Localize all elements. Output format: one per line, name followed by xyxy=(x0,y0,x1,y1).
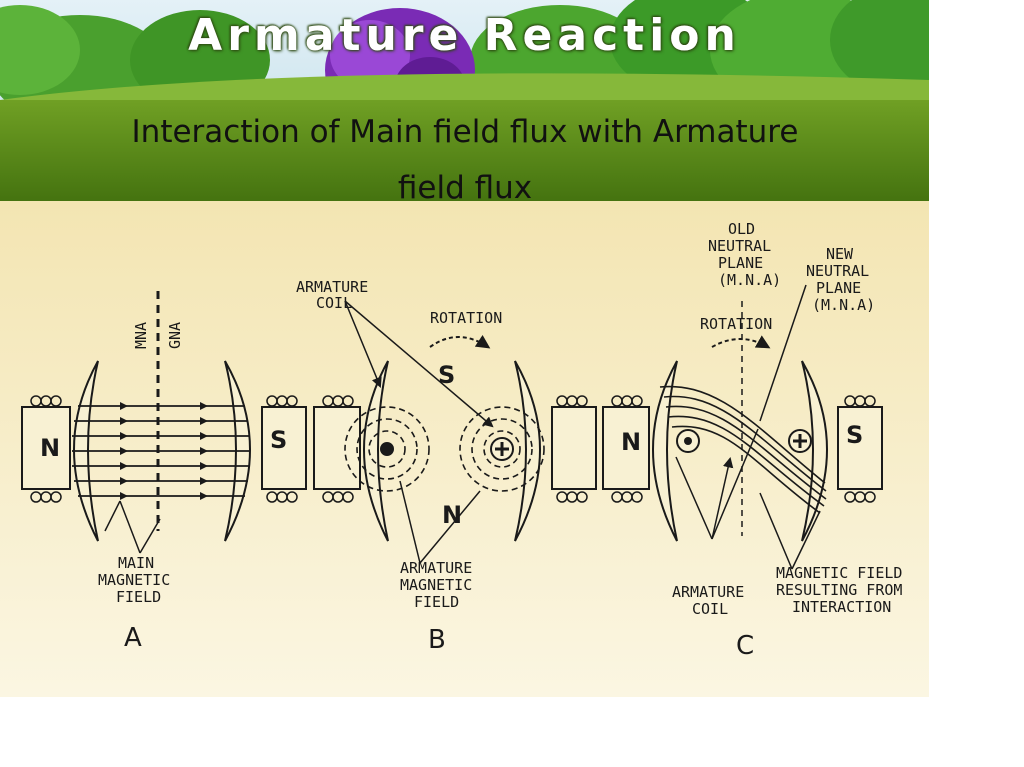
subtitle-line-1: Interaction of Main field flux with Arma… xyxy=(131,114,799,150)
svg-text:NEW: NEW xyxy=(826,245,854,263)
svg-text:FIELD: FIELD xyxy=(116,588,161,606)
rotation-arrow-b xyxy=(429,334,491,349)
armature-diagram: MNA GNA N S MAIN MAGNETIC FIELD A xyxy=(0,201,929,697)
svg-text:INTERACTION: INTERACTION xyxy=(792,598,891,616)
figure-letter-a: A xyxy=(124,623,142,653)
pole-label-s-a: S xyxy=(270,426,287,454)
svg-text:ARMATURE: ARMATURE xyxy=(400,559,472,577)
armature-field-circles-left xyxy=(344,406,430,492)
conductor-dot-b xyxy=(380,442,394,456)
svg-text:(M.N.A): (M.N.A) xyxy=(812,296,875,314)
figure-b xyxy=(313,300,597,564)
svg-text:MAGNETIC FIELD: MAGNETIC FIELD xyxy=(776,564,902,582)
slide: Armature Reaction Interaction of Main fi… xyxy=(0,0,929,697)
svg-text:NEUTRAL: NEUTRAL xyxy=(806,262,869,280)
svg-text:MAGNETIC: MAGNETIC xyxy=(400,576,472,594)
svg-text:ARMATURE: ARMATURE xyxy=(296,278,368,296)
distorted-field-lines xyxy=(659,385,827,514)
axis-label-mna: MNA xyxy=(132,322,150,349)
pole-s-block-a xyxy=(261,406,307,490)
pole-label-n-a: N xyxy=(40,434,60,462)
svg-text:MAGNETIC: MAGNETIC xyxy=(98,571,170,589)
field-arrows-a xyxy=(120,402,208,500)
label-resulting-field: MAGNETIC FIELD RESULTING FROM INTERACTIO… xyxy=(776,564,902,616)
figure-c xyxy=(602,284,883,570)
svg-text:PLANE: PLANE xyxy=(816,279,861,297)
pole-s-block-c xyxy=(837,406,883,490)
figure-letter-b: B xyxy=(428,625,446,655)
svg-text:FIELD: FIELD xyxy=(414,593,459,611)
banner-background xyxy=(0,0,929,201)
armature-field-circles-right xyxy=(459,406,545,492)
pole-label-s-b: S xyxy=(438,361,455,389)
label-old-neutral-plane: OLD NEUTRAL PLANE (M.N.A) xyxy=(708,220,781,289)
label-armature-coil-b: ARMATURE COIL xyxy=(296,278,368,312)
svg-text:MAIN: MAIN xyxy=(118,554,154,572)
svg-text:COIL: COIL xyxy=(692,600,728,618)
pole-label-s-c: S xyxy=(846,421,863,449)
pole-label-n-b: N xyxy=(442,501,462,529)
slide-title: Armature Reaction xyxy=(188,10,741,61)
pole-right-block-b xyxy=(551,406,597,490)
pole-left-block-b xyxy=(313,406,361,490)
label-rotation-b: ROTATION xyxy=(430,309,502,327)
svg-text:NEUTRAL: NEUTRAL xyxy=(708,237,771,255)
pole-n-block-a xyxy=(21,406,71,490)
label-main-magnetic-field: MAIN MAGNETIC FIELD xyxy=(98,554,170,606)
svg-text:(M.N.A): (M.N.A) xyxy=(718,271,781,289)
svg-text:COIL: COIL xyxy=(316,294,352,312)
axis-label-gna: GNA xyxy=(166,322,184,349)
figure-letter-c: C xyxy=(736,631,754,661)
label-armature-magnetic-field: ARMATURE MAGNETIC FIELD xyxy=(400,559,472,611)
rotation-arrow-c xyxy=(711,335,771,349)
subtitle-line-2: field flux xyxy=(397,170,533,206)
svg-text:PLANE: PLANE xyxy=(718,254,763,272)
figure-a xyxy=(21,291,307,554)
slide-subtitle: Interaction of Main field flux with Arma… xyxy=(40,104,890,216)
main-field-lines xyxy=(72,405,250,497)
svg-text:RESULTING FROM: RESULTING FROM xyxy=(776,581,902,599)
svg-text:OLD: OLD xyxy=(728,220,755,238)
label-new-neutral-plane: NEW NEUTRAL PLANE (M.N.A) xyxy=(806,245,875,314)
pole-n-block-c xyxy=(602,406,650,490)
coil-winding xyxy=(30,395,298,503)
label-armature-coil-c: ARMATURE COIL xyxy=(672,583,744,618)
svg-text:ARMATURE: ARMATURE xyxy=(672,583,744,601)
pole-label-n-c: N xyxy=(621,428,641,456)
label-rotation-c: ROTATION xyxy=(700,315,772,333)
